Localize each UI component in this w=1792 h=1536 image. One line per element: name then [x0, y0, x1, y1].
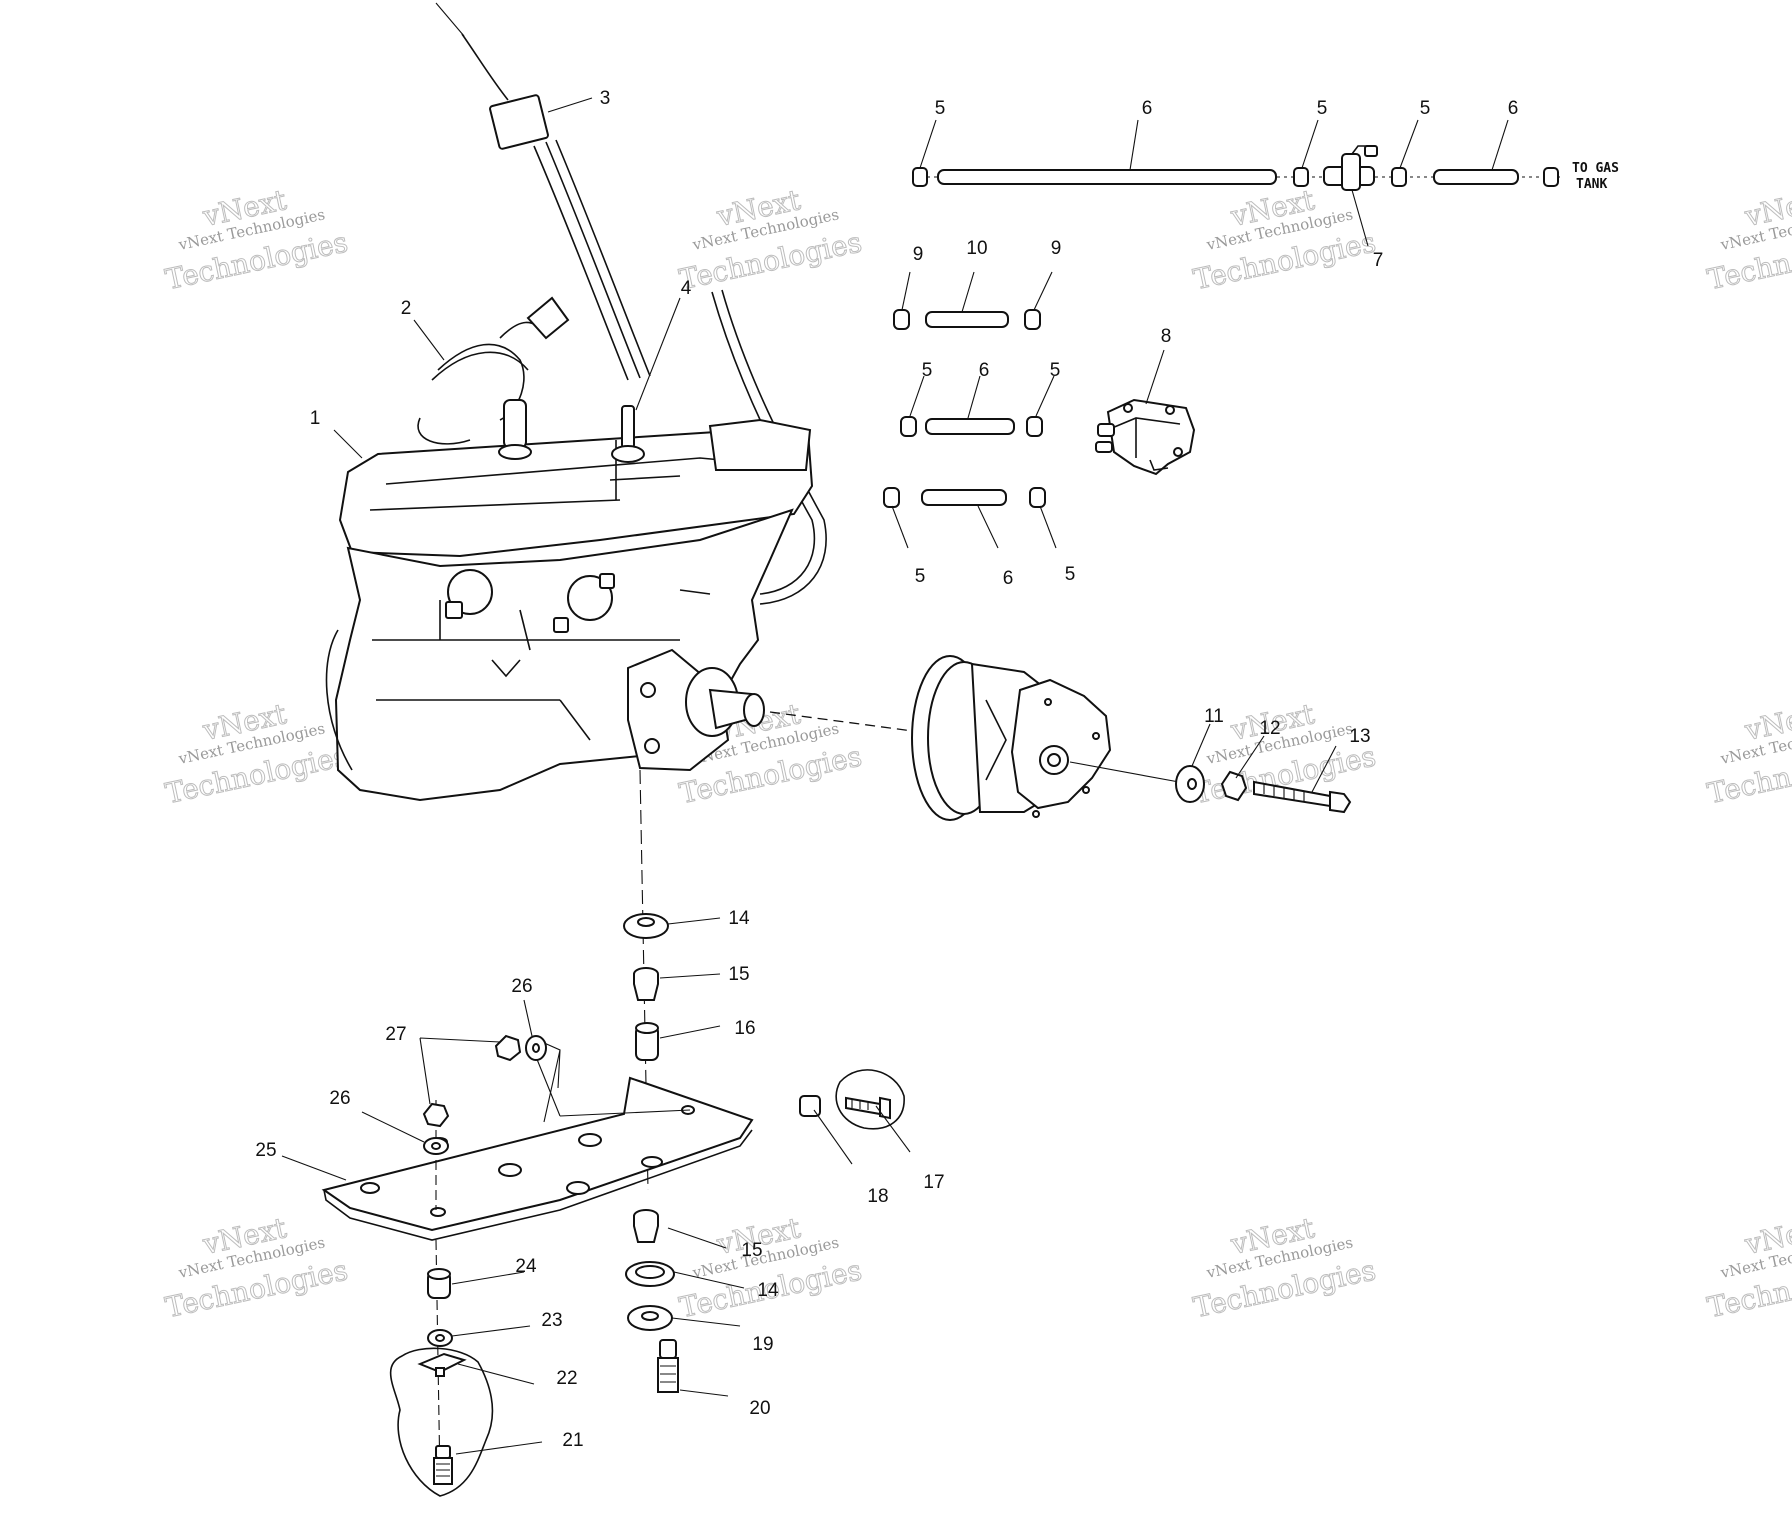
callout-10: 10 — [966, 238, 987, 259]
callout-3: 3 — [600, 88, 611, 109]
callout-16: 16 — [734, 1018, 755, 1039]
callout-6: 6 — [1003, 568, 1014, 589]
callout-19: 19 — [752, 1334, 773, 1355]
mount-plate — [321, 1041, 754, 1241]
hose-sets — [883, 309, 1046, 508]
callout-15: 15 — [728, 964, 749, 985]
callout-26: 26 — [511, 976, 532, 997]
callout-2: 2 — [401, 298, 412, 319]
fuel-valve — [1323, 145, 1378, 191]
clutch-hardware — [1175, 765, 1352, 814]
fuel-line-assembly: TO GAS TANK — [912, 145, 1619, 192]
callout-6: 6 — [1508, 98, 1519, 119]
plate-hardware-bottom — [389, 1239, 494, 1497]
mount-stack — [623, 769, 679, 1393]
callout-20: 20 — [749, 1398, 770, 1419]
callout-6: 6 — [1142, 98, 1153, 119]
plate-hardware-top — [422, 1034, 547, 1210]
leader-lines — [281, 97, 1509, 1455]
callout-4: 4 — [681, 278, 692, 299]
callout-5: 5 — [1420, 98, 1431, 119]
callout-26: 26 — [329, 1088, 350, 1109]
side-bolt — [799, 1069, 905, 1130]
drive-clutch — [769, 655, 1191, 821]
fuel-pump — [1095, 398, 1196, 476]
callout-1: 1 — [310, 408, 321, 429]
callout-24: 24 — [515, 1256, 537, 1277]
callout-12: 12 — [1259, 718, 1280, 739]
callout-22: 22 — [556, 1368, 577, 1389]
callout-25: 25 — [255, 1140, 276, 1161]
callout-23: 23 — [541, 1310, 562, 1331]
engine-assembly — [325, 289, 827, 802]
callout-14: 14 — [728, 908, 750, 929]
callout-18: 18 — [867, 1186, 888, 1207]
callout-14: 14 — [757, 1280, 779, 1301]
callout-17: 17 — [923, 1172, 944, 1193]
callout-7: 7 — [1373, 250, 1384, 271]
callout-21: 21 — [562, 1430, 583, 1451]
callout-5: 5 — [915, 566, 926, 587]
note-tank: TANK — [1576, 177, 1607, 192]
callout-5: 5 — [1317, 98, 1328, 119]
callout-5: 5 — [922, 360, 933, 381]
callout-27: 27 — [385, 1024, 406, 1045]
callout-8: 8 — [1161, 326, 1172, 347]
callout-5: 5 — [1050, 360, 1061, 381]
callout-15: 15 — [741, 1240, 762, 1261]
note-to-gas: TO GAS — [1572, 161, 1619, 176]
callout-13: 13 — [1349, 726, 1370, 747]
callout-9: 9 — [1051, 238, 1062, 259]
callout-6: 6 — [979, 360, 990, 381]
callout-5: 5 — [1065, 564, 1076, 585]
throttle-cable — [435, 2, 651, 381]
callout-5: 5 — [935, 98, 946, 119]
callout-11: 11 — [1204, 706, 1224, 727]
callout-9: 9 — [913, 244, 924, 265]
